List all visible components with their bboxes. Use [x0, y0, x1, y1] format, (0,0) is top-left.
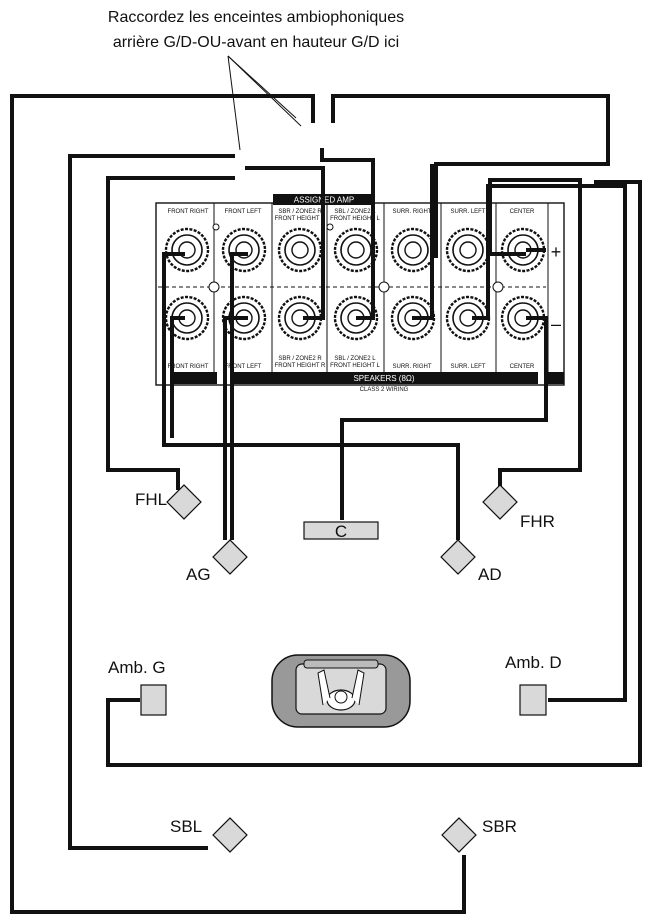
terminal-post: [445, 227, 491, 273]
terminal-post: [277, 227, 323, 273]
speaker-center: [303, 521, 379, 540]
speakers-bar-label: SPEAKERS (8Ω): [353, 374, 414, 383]
terminal-post: [221, 227, 267, 273]
ch3-top-2: FRONT HEIGHT L: [330, 216, 380, 222]
polarity-minus: –: [551, 314, 561, 334]
ch4-bottom-1: SURR. RIGHT: [393, 364, 432, 370]
terminal-post: [333, 227, 379, 273]
ch6-top-1: CENTER: [510, 209, 535, 215]
ch2-top-2: FRONT HEIGHT R: [275, 216, 326, 222]
ch3-bottom-2: FRONT HEIGHT L: [330, 363, 380, 369]
wire-amb-d: [472, 184, 627, 702]
terminal-post: [164, 227, 210, 273]
wire-height-l: [320, 148, 375, 320]
terminal-posts: [164, 227, 546, 341]
wire-surr-d: [412, 164, 434, 320]
ch2-bottom-2: FRONT HEIGHT R: [275, 363, 326, 369]
speaker-surr-right: [519, 684, 547, 716]
ch6-bottom-1: CENTER: [510, 364, 535, 370]
speaker-front-left: [212, 539, 248, 575]
wire-ad-2: [170, 316, 185, 438]
ch1-bottom-1: FRONT LEFT: [225, 364, 262, 370]
wire-height-r: [245, 166, 325, 320]
wire-sbl: [68, 154, 235, 850]
ch5-top-1: SURR. LEFT: [450, 209, 485, 215]
label-surr-left: Amb. G: [108, 658, 166, 677]
speaker-back-left: [212, 817, 248, 853]
ch2-top-1: SBR / ZONE2 R: [278, 209, 322, 215]
wire-sb-right: [331, 94, 610, 258]
wire-ag-2: [223, 316, 248, 540]
terminal-post: [164, 295, 210, 341]
label-back-left: SBL: [170, 817, 202, 836]
class-wiring-label: CLASS 2 WIRING: [360, 387, 409, 393]
speaker-fhr: [482, 484, 518, 520]
label-fhr: FHR: [520, 512, 555, 531]
wire-ad: [162, 252, 460, 540]
ch0-bottom-1: FRONT RIGHT: [168, 364, 209, 370]
terminal-post: [277, 295, 323, 341]
terminal-post: [390, 227, 436, 273]
ch1-top-1: FRONT LEFT: [225, 209, 262, 215]
speakers-bar: [230, 372, 538, 384]
callout-pointer: [227, 55, 302, 151]
listener-seat-icon: [271, 654, 411, 728]
speaker-back-right: [441, 817, 477, 853]
ch4-top-1: SURR. RIGHT: [393, 209, 432, 215]
speaker-surr-left: [140, 684, 167, 716]
wire-amb-g: [106, 180, 642, 767]
wire-fhl: [106, 176, 235, 490]
speaker-fhl: [166, 484, 202, 520]
wire-center: [340, 316, 548, 520]
terminal-post: [445, 295, 491, 341]
label-back-right: SBR: [482, 817, 517, 836]
channel-labels: FRONT RIGHT FRONT LEFT SBR / ZONE2 R FRO…: [168, 209, 535, 370]
wire-sbr: [10, 94, 466, 914]
label-front-right: AD: [478, 565, 502, 584]
label-center: C: [335, 522, 347, 541]
label-surr-right: Amb. D: [505, 653, 562, 672]
callout-line-2: arrière G/D-OU-avant en hauteur G/D ici: [113, 34, 399, 51]
ch2-bottom-1: SBR / ZONE2 R: [278, 356, 322, 362]
label-front-left: AG: [186, 565, 211, 584]
ch3-top-1: SBL / ZONE2 L: [334, 209, 376, 215]
callout-line-1: Raccordez les enceintes ambiophoniques: [108, 9, 404, 26]
label-fhl: FHL: [135, 490, 167, 509]
polarity-plus: +: [551, 242, 562, 262]
ch5-bottom-1: SURR. LEFT: [450, 364, 485, 370]
speaker-wires: [10, 94, 642, 914]
ch0-top-1: FRONT RIGHT: [168, 209, 209, 215]
ch3-bottom-1: SBL / ZONE2 L: [334, 356, 376, 362]
speaker-front-right: [440, 539, 476, 575]
